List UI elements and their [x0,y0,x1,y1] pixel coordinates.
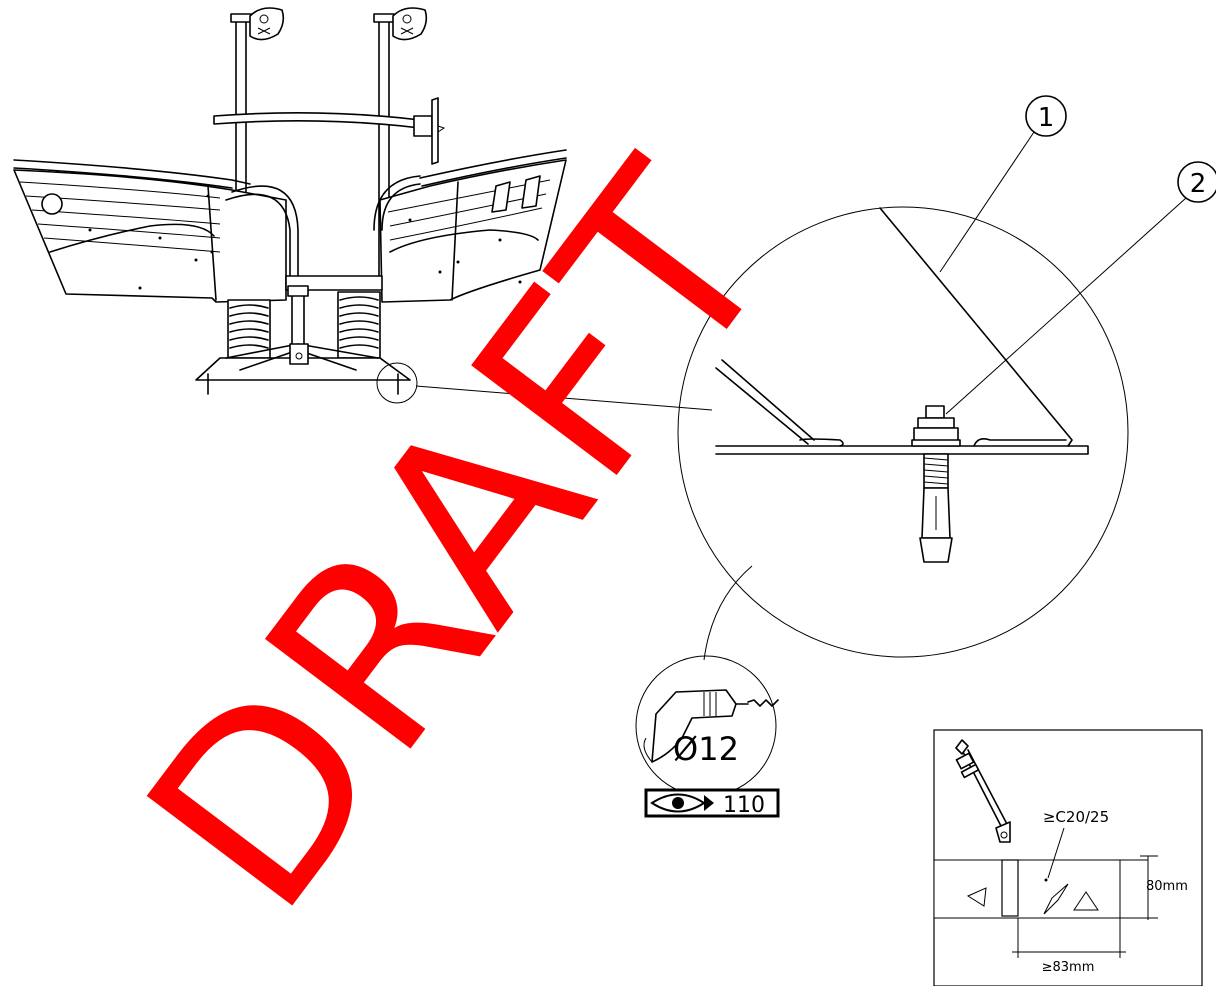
callout-1-circle [1025,95,1067,137]
drill-spec-callout: Ø12 110 [635,655,780,818]
hull-left [13,159,299,303]
detail-marker-circle [376,362,418,404]
drill-depth-value: 110 [723,793,765,818]
anchor-bolt [911,405,961,563]
callout-2-circle [1177,161,1216,203]
handle-post-right [373,7,428,283]
drill-icon [643,689,779,763]
drill-leader-line [703,565,753,661]
concrete-grade-label: ≥C20/25 [1043,808,1109,826]
spring-right [337,291,381,359]
base-frame [195,343,411,395]
embedment-label: ≥83mm [1042,960,1095,975]
drill-diameter-label: Ø12 [673,730,739,768]
centre-pivot-rod [291,289,305,351]
anchor-install-inset: ≥C20/25 80mm ≥83mm [933,729,1203,987]
callout-1-number: 1 [1038,103,1055,133]
detail-leader-line [415,385,713,411]
ground-plate [715,445,1089,455]
callout-2-number: 2 [1190,169,1207,199]
steering-plate [413,97,446,165]
inset-anchor-bolt [955,739,1011,843]
eye-icon [650,793,714,813]
thickness-label: 80mm [1146,879,1188,894]
detail-circle [677,206,1129,658]
spring-left [227,299,271,359]
anchor-detail-view: 1 2 [677,95,1216,658]
handle-post-left [230,7,285,283]
hull-right [373,149,567,303]
concrete-block [933,859,1149,919]
spring-rider-boat-illustration [13,7,567,404]
centre-beam [285,275,383,291]
drill-hole [1001,859,1019,917]
